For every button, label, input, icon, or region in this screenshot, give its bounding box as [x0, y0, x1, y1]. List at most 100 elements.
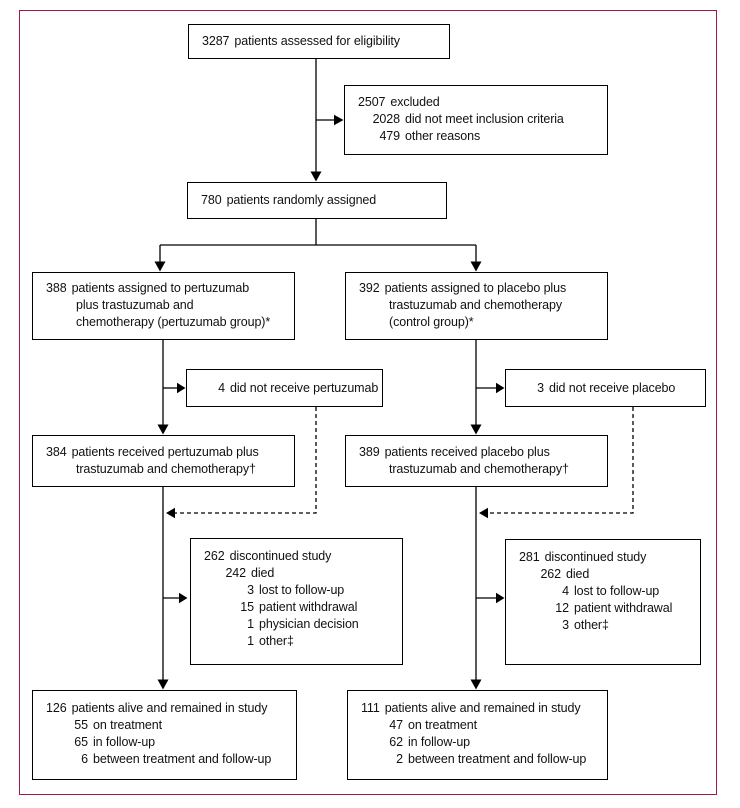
flow-line: 3 other‡ [519, 617, 696, 634]
count-value: 392 [359, 281, 380, 295]
line-text: in follow-up [408, 735, 471, 749]
line-text: on treatment [93, 718, 162, 732]
count-value: 780 [201, 193, 222, 207]
count-value: 262 [540, 567, 561, 581]
line-text: between treatment and follow-up [408, 752, 587, 766]
count-value: 6 [81, 752, 88, 766]
line-text: lost to follow-up [259, 583, 345, 597]
arrowhead [177, 382, 186, 394]
count-value: 3 [247, 583, 254, 597]
count-value: 2028 [372, 112, 401, 126]
flow-line: 388 patients assigned to pertuzumab [46, 280, 290, 297]
count-value: 126 [46, 701, 67, 715]
line-text: on treatment [408, 718, 477, 732]
flow-line: 3287 patients assessed for eligibility [202, 33, 445, 50]
count-value: 388 [46, 281, 67, 295]
count-value: 3 [562, 618, 569, 632]
count-value: 281 [519, 550, 540, 564]
arrowhead [154, 261, 166, 272]
flow-line: 3 lost to follow-up [204, 582, 398, 599]
arrowhead [179, 592, 188, 604]
flow-line: 6 between treatment and follow-up [46, 751, 292, 768]
arrowhead [157, 424, 169, 435]
line-text: patients assessed for eligibility [234, 34, 400, 48]
line-text: trastuzumab and chemotherapy† [76, 462, 256, 476]
line-text: between treatment and follow-up [93, 752, 272, 766]
flow-line: 55 on treatment [46, 717, 292, 734]
line-text: discontinued study [544, 550, 647, 564]
line-text: chemotherapy (pertuzumab group)* [76, 315, 271, 329]
box-eligibility: 3287 patients assessed for eligibility [188, 24, 450, 59]
count-value: 384 [46, 445, 67, 459]
count-value: 3287 [202, 34, 230, 48]
flow-line: 62 in follow-up [361, 734, 603, 751]
line-text: patients assigned to pertuzumab [71, 281, 250, 295]
count-value: 242 [225, 566, 246, 580]
arrowhead [470, 679, 482, 690]
line-text: physician decision [259, 617, 359, 631]
line-text: patients received placebo plus [384, 445, 550, 459]
count-value: 1 [247, 634, 254, 648]
line-text: patient withdrawal [259, 600, 358, 614]
line-text: died [566, 567, 590, 581]
count-value: 12 [555, 601, 569, 615]
count-value: 4 [562, 584, 569, 598]
arrowhead [157, 679, 169, 690]
line-text: other‡ [574, 618, 609, 632]
line-text: patients assigned to placebo plus [384, 281, 567, 295]
flow-line: 281 discontinued study [519, 549, 696, 566]
line-text: (control group)* [389, 315, 474, 329]
arrowhead [310, 171, 322, 182]
flow-line: 15 patient withdrawal [204, 599, 398, 616]
box-excluded: 2507 excluded 2028 did not meet inclusion c… [344, 85, 608, 155]
count-value: 47 [389, 718, 403, 732]
line-text: did not meet inclusion criteria [405, 112, 564, 126]
count-value: 4 [218, 380, 225, 395]
flow-line: chemotherapy (pertuzumab group)* [46, 314, 290, 331]
line-text: died [251, 566, 275, 580]
count-value: 65 [74, 735, 88, 749]
arrowhead [496, 592, 505, 604]
flow-line: 12 patient withdrawal [519, 600, 696, 617]
arrowhead [479, 507, 488, 519]
flow-line: 262 died [519, 566, 696, 583]
line-text: trastuzumab and chemotherapy [389, 298, 562, 312]
dashed-connector [488, 407, 634, 514]
count-value: 479 [379, 129, 400, 143]
box-assigned-pertuzumab: 388 patients assigned to pertuzumab plus t… [32, 272, 295, 340]
flow-line: plus trastuzumab and [46, 297, 290, 314]
count-value: 3 [537, 380, 544, 395]
count-value: 15 [240, 600, 254, 614]
line-text: patient withdrawal [574, 601, 673, 615]
flow-line: (control group)* [359, 314, 603, 331]
flow-line: 47 on treatment [361, 717, 603, 734]
flow-line: 4 did not receive pertuzumab [207, 380, 378, 397]
flow-line: trastuzumab and chemotherapy† [359, 461, 603, 478]
box-discontinued-placebo: 281 discontinued study 262 died 4 lost to fol… [505, 539, 701, 665]
line-text: excluded [390, 95, 440, 109]
count-value: 55 [74, 718, 88, 732]
count-value: 1 [247, 617, 254, 631]
line-text: patients alive and remained in study [384, 701, 581, 715]
count-value: 2507 [358, 95, 386, 109]
line-text: did not receive pertuzumab [230, 380, 379, 395]
flow-line: 2507 excluded [358, 94, 603, 111]
count-value: 62 [389, 735, 403, 749]
flow-line: trastuzumab and chemotherapy† [46, 461, 290, 478]
arrowhead [470, 424, 482, 435]
line-text: trastuzumab and chemotherapy† [389, 462, 569, 476]
arrowhead [496, 382, 505, 394]
line-text: discontinued study [229, 549, 332, 563]
line-text: lost to follow-up [574, 584, 660, 598]
